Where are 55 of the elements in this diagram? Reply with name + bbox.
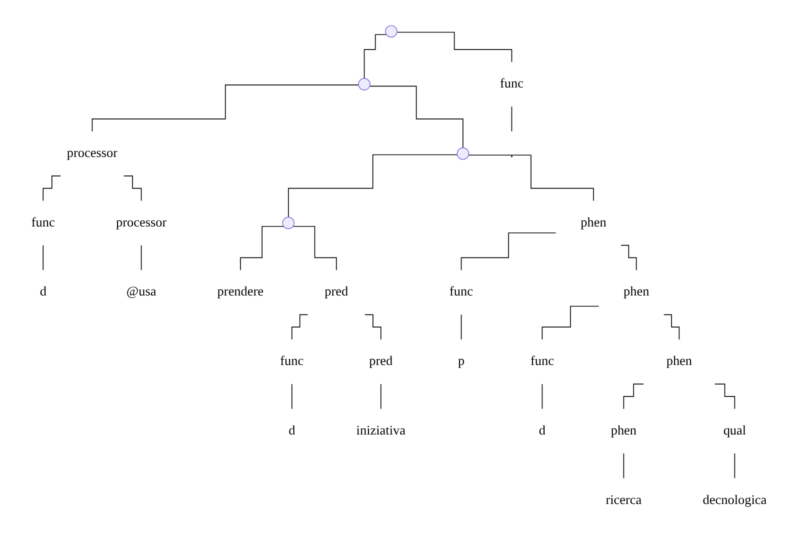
node-text: @usa: [126, 284, 156, 299]
connector: [460, 232, 556, 270]
node-text: phen: [580, 215, 606, 230]
connector: [364, 34, 387, 79]
connector: [511, 106, 512, 132]
connector: [364, 314, 382, 340]
node-text: ricerca: [606, 492, 642, 507]
node-text: func: [530, 354, 554, 368]
node-text: phen: [666, 354, 692, 368]
connector: [140, 244, 142, 270]
node-text: func: [450, 284, 474, 299]
node-point: [282, 216, 295, 229]
connector: [714, 383, 736, 410]
connector: [623, 383, 644, 410]
connector: [92, 84, 359, 132]
connector: [468, 154, 594, 201]
connector: [460, 314, 462, 340]
node-point: [385, 25, 398, 38]
connector: [123, 175, 142, 201]
node-text: func: [31, 215, 55, 230]
node-text: p: [458, 354, 465, 368]
node-point: [358, 78, 370, 90]
node-text: phen: [610, 423, 637, 438]
node-text: d: [538, 423, 546, 438]
connector: [369, 86, 464, 148]
node-text: d: [288, 423, 296, 438]
node-text: d: [40, 284, 46, 299]
connector: [42, 244, 44, 270]
connector: [291, 383, 292, 410]
node-text: prendere: [217, 284, 264, 299]
node-point: [456, 147, 470, 160]
node-text: processor: [66, 146, 118, 160]
connector: [542, 306, 600, 340]
connector: [542, 383, 543, 410]
node-text: pred: [324, 284, 348, 299]
node-text: .: [510, 146, 514, 160]
connector: [240, 226, 284, 270]
connector: [291, 314, 308, 340]
node-text: qual: [723, 423, 746, 438]
node-text: func: [280, 354, 304, 368]
node-text: func: [500, 76, 524, 91]
connector: [620, 244, 637, 270]
connector: [623, 452, 624, 478]
connector: [663, 314, 680, 340]
node-text: pred: [369, 354, 393, 368]
node-text: processor: [116, 215, 167, 230]
node-text: iniziativa: [356, 423, 406, 438]
node-text: decnologica: [702, 492, 767, 507]
connector: [380, 383, 382, 410]
node-text: phen: [623, 284, 650, 299]
connector: [288, 154, 458, 218]
connector: [292, 226, 337, 270]
connector: [42, 175, 62, 201]
connector: [396, 32, 512, 62]
connector: [734, 452, 736, 478]
